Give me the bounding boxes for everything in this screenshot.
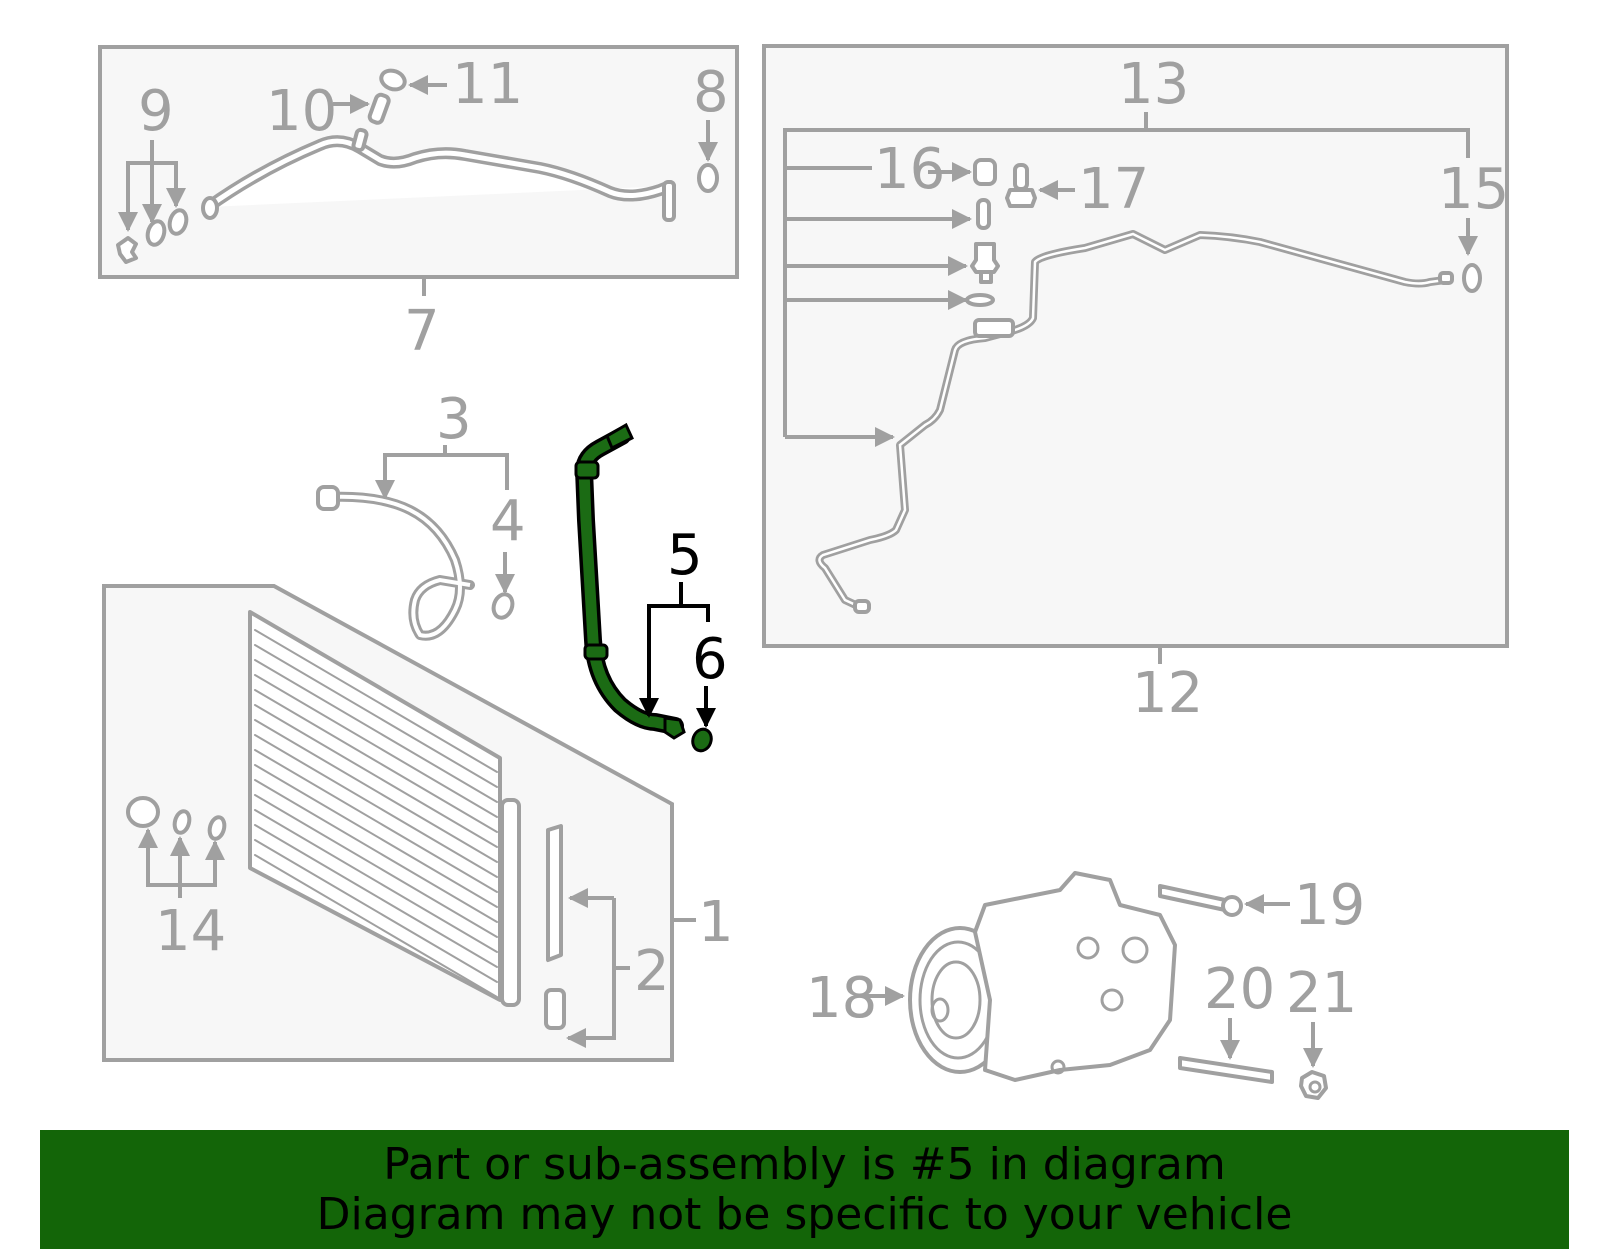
drain-plug-icon[interactable] bbox=[544, 988, 566, 1030]
hose-group-highlighted: 5 6 bbox=[574, 422, 728, 754]
pressure-switch-icon[interactable] bbox=[1013, 163, 1029, 191]
o-ring-9b-icon[interactable] bbox=[167, 208, 189, 236]
pipe-end-12-icon bbox=[853, 599, 871, 614]
callout-3[interactable]: 3 bbox=[436, 387, 472, 452]
o-ring-8-icon[interactable] bbox=[697, 163, 719, 193]
banner-highlight-note: Part or sub-assembly is #5 in diagram bbox=[383, 1138, 1226, 1190]
o-ring-14a-icon[interactable] bbox=[172, 809, 192, 835]
o-ring-9a-icon[interactable] bbox=[145, 219, 167, 247]
service-port-icon bbox=[351, 127, 369, 153]
condenser-group: 1 2 14 bbox=[102, 584, 734, 1062]
pipe-block-icon bbox=[973, 318, 1015, 338]
pipe-end-icon bbox=[201, 196, 219, 220]
callout-2[interactable]: 2 bbox=[634, 939, 670, 1004]
callout-16[interactable]: 16 bbox=[874, 137, 945, 202]
valve-core-icon[interactable] bbox=[367, 92, 391, 125]
hose-flange-icon bbox=[316, 485, 340, 511]
cap-icon[interactable] bbox=[379, 67, 408, 92]
banner-disclaimer: Diagram may not be specific to your vehi… bbox=[316, 1188, 1293, 1240]
liquid-line-group: 12 13 16 17 15 bbox=[762, 44, 1509, 726]
hose-fitting-top-icon bbox=[605, 422, 634, 451]
discharge-hose-group: 3 4 bbox=[316, 387, 526, 641]
compressor-group: 18 19 20 21 bbox=[806, 871, 1365, 1100]
pipe-end-15-icon bbox=[1438, 271, 1454, 285]
o-ring-14b-icon[interactable] bbox=[207, 815, 227, 841]
callout-11[interactable]: 11 bbox=[452, 52, 523, 117]
bolt-19-icon[interactable] bbox=[1158, 884, 1227, 912]
suction-pipe-group: 7 10 11 8 9 bbox=[98, 45, 739, 364]
callout-19[interactable]: 19 bbox=[1294, 873, 1365, 938]
clip-9-icon[interactable] bbox=[116, 236, 138, 264]
callout-7[interactable]: 7 bbox=[404, 299, 440, 364]
callout-5[interactable]: 5 bbox=[667, 523, 703, 588]
pipe-bracket-icon bbox=[662, 180, 676, 222]
callout-18[interactable]: 18 bbox=[806, 966, 877, 1031]
hose-fitting-bottom-icon bbox=[663, 716, 686, 740]
callout-21[interactable]: 21 bbox=[1286, 961, 1357, 1026]
hose-collar-lower-icon bbox=[583, 643, 609, 661]
bolt-19-head-icon bbox=[1221, 895, 1243, 917]
discharge-hose-icon[interactable] bbox=[325, 491, 475, 641]
callout-17[interactable]: 17 bbox=[1078, 157, 1149, 222]
callout-4[interactable]: 4 bbox=[490, 489, 526, 554]
switch-hex-icon bbox=[1005, 188, 1037, 208]
callout-9[interactable]: 9 bbox=[138, 79, 174, 144]
desiccant-icon[interactable] bbox=[546, 824, 563, 962]
callout-12[interactable]: 12 bbox=[1132, 661, 1203, 726]
cap-16-icon[interactable] bbox=[973, 158, 997, 186]
plug-14-icon[interactable] bbox=[126, 796, 160, 828]
receiver-drier-icon bbox=[500, 798, 521, 1007]
group-12-box bbox=[762, 44, 1509, 648]
info-banner: Part or sub-assembly is #5 in diagram Di… bbox=[40, 1130, 1569, 1249]
callout-6[interactable]: 6 bbox=[692, 627, 728, 692]
condenser-fins-icon bbox=[254, 629, 498, 998]
callout-8[interactable]: 8 bbox=[693, 60, 729, 125]
o-ring-4-icon[interactable] bbox=[490, 592, 515, 621]
hose-collar-icon bbox=[574, 460, 600, 480]
o-ring-13-icon bbox=[965, 293, 995, 307]
stud-20-icon[interactable] bbox=[1178, 1056, 1274, 1084]
valve-core-13-icon bbox=[976, 198, 991, 230]
nut-21-icon[interactable] bbox=[1299, 1070, 1328, 1100]
callout-15[interactable]: 15 bbox=[1438, 157, 1509, 222]
o-ring-15-icon[interactable] bbox=[1462, 263, 1482, 293]
callout-20[interactable]: 20 bbox=[1204, 957, 1275, 1022]
port-stem-icon bbox=[979, 270, 993, 284]
callout-13[interactable]: 13 bbox=[1118, 52, 1189, 117]
callout-14[interactable]: 14 bbox=[155, 899, 226, 964]
callout-1[interactable]: 1 bbox=[698, 890, 734, 955]
callout-10[interactable]: 10 bbox=[266, 79, 337, 144]
compressor-body-icon[interactable] bbox=[973, 871, 1177, 1082]
pressure-port-icon bbox=[970, 242, 1000, 274]
o-ring-6-icon[interactable] bbox=[690, 727, 714, 754]
